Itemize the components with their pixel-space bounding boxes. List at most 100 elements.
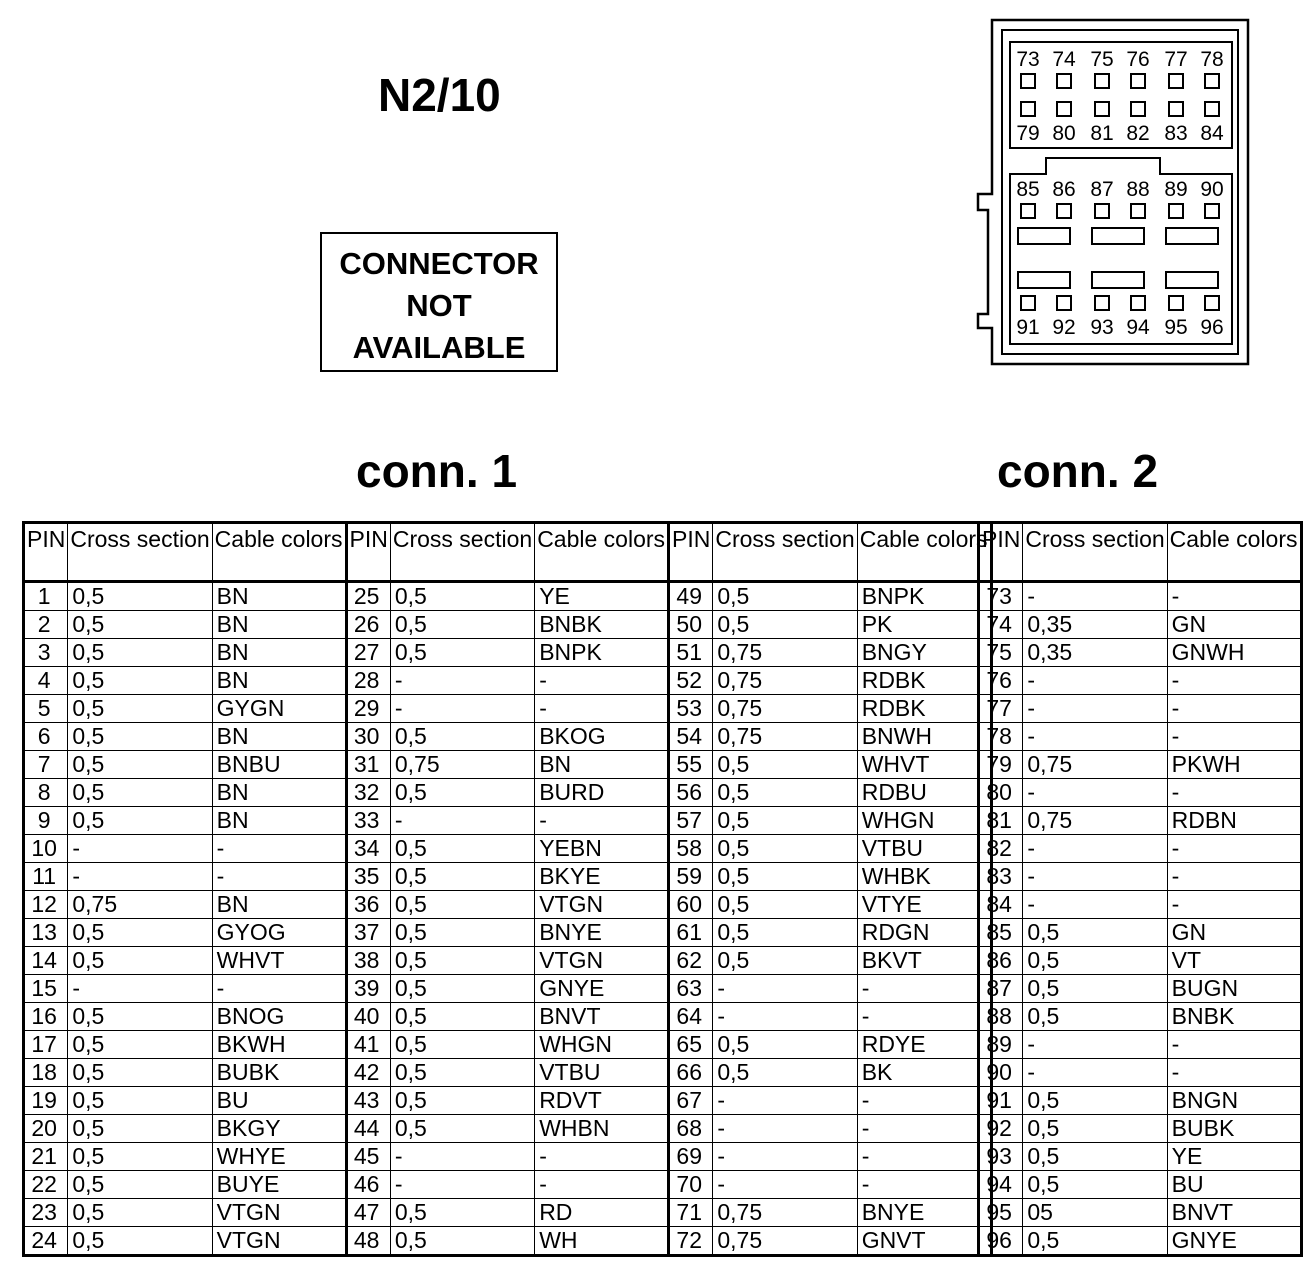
pin-number: 2 (22, 610, 69, 639)
pin-label: 79 (1016, 122, 1039, 145)
pin-number: 42 (344, 1058, 391, 1087)
cable-color: VTBU (856, 834, 992, 863)
cable-color: PKWH (1166, 750, 1302, 779)
pin-label: 90 (1200, 178, 1223, 201)
header-pin: PIN (977, 522, 1024, 583)
pin-number: 15 (22, 974, 69, 1003)
pin-number: 40 (344, 1002, 391, 1031)
cable-color: BKOG (534, 722, 670, 751)
pin-socket (1168, 101, 1184, 117)
pin-socket (1056, 101, 1072, 117)
pin-number: 59 (667, 862, 714, 891)
pin-socket (1204, 295, 1220, 311)
pin-number: 11 (22, 862, 69, 891)
cross-section: 0,5 (67, 1170, 213, 1199)
cross-section: 0,5 (67, 1226, 213, 1256)
cable-color: BUGN (1166, 974, 1302, 1003)
cable-color: YE (534, 581, 670, 611)
cross-section: 0,5 (389, 862, 536, 891)
cross-section: 0,5 (1022, 918, 1168, 947)
cross-section: - (1022, 1058, 1168, 1087)
cable-color: BKWH (211, 1030, 347, 1059)
cross-section: - (1022, 862, 1168, 891)
cross-section: 0,5 (67, 1142, 213, 1171)
cable-color: GNVT (856, 1226, 992, 1256)
pin-number: 71 (667, 1198, 714, 1227)
latch-slots (1017, 227, 1219, 289)
pin-number: 95 (977, 1198, 1024, 1227)
cross-section: 0,5 (67, 638, 213, 667)
notice-line-2: NOT (406, 288, 472, 323)
pin-number: 34 (344, 834, 391, 863)
pin-number: 8 (22, 778, 69, 807)
cable-color: RDGN (856, 918, 992, 947)
cross-section: 0,5 (712, 890, 858, 919)
pin-label: 87 (1090, 178, 1113, 201)
pin-label: 74 (1052, 48, 1076, 71)
pin-socket (1204, 101, 1220, 117)
cross-section: 0,5 (712, 862, 858, 891)
cable-color: WHYE (211, 1142, 347, 1171)
pin-socket (1168, 203, 1184, 219)
cable-color: BNYE (534, 918, 670, 947)
cross-section: 0,5 (389, 1002, 536, 1031)
pin-number: 46 (344, 1170, 391, 1199)
pin-socket (1204, 203, 1220, 219)
cross-section: 0,5 (67, 1086, 213, 1115)
cross-section: - (67, 862, 213, 891)
header-pin: PIN (22, 522, 69, 583)
upper-block (1009, 41, 1233, 149)
pin-number: 94 (977, 1170, 1024, 1199)
cross-section: 0,5 (67, 918, 213, 947)
pin-number: 29 (344, 694, 391, 723)
cross-section: 0,5 (389, 610, 536, 639)
cross-section: - (389, 694, 536, 723)
cross-section: 0,5 (67, 581, 213, 611)
cable-color: WH (534, 1226, 670, 1256)
cross-section: 0,5 (389, 778, 536, 807)
pin-number: 9 (22, 806, 69, 835)
pin-label: 91 (1016, 316, 1039, 339)
cross-section: - (67, 974, 213, 1003)
pin-socket (1168, 295, 1184, 311)
cable-color: VTGN (211, 1226, 347, 1256)
table-row: 84-- (977, 890, 1302, 919)
cross-section: - (389, 666, 536, 695)
cable-color: - (1166, 1058, 1302, 1087)
pin-number: 81 (977, 806, 1024, 835)
cross-section: - (712, 1114, 858, 1143)
cable-color: - (856, 1114, 992, 1143)
cross-section: 0,5 (712, 806, 858, 835)
cable-color: BNWH (856, 722, 992, 751)
pin-number: 93 (977, 1142, 1024, 1171)
conn1-pin-table: PIN Cross section Cable colors PIN Cross… (22, 521, 993, 1257)
cross-section: 0,5 (1022, 1114, 1168, 1143)
pin-number: 91 (977, 1086, 1024, 1115)
cross-section: 0,5 (389, 1198, 536, 1227)
pin-label: 75 (1090, 48, 1113, 71)
cable-color: BNGN (1166, 1086, 1302, 1115)
cable-color: YE (1166, 1142, 1302, 1171)
pin-number: 44 (344, 1114, 391, 1143)
cable-color: BKGY (211, 1114, 347, 1143)
cable-color: BN (211, 610, 347, 639)
pin-label: 85 (1016, 178, 1039, 201)
pin-number: 19 (22, 1086, 69, 1115)
pin-number: 18 (22, 1058, 69, 1087)
cross-section: - (389, 1170, 536, 1199)
pin-number: 39 (344, 974, 391, 1003)
cable-color: BNPK (534, 638, 670, 667)
cross-section: - (712, 1170, 858, 1199)
pin-number: 10 (22, 834, 69, 863)
notice-line-1: CONNECTOR (339, 246, 539, 281)
pin-number: 61 (667, 918, 714, 947)
